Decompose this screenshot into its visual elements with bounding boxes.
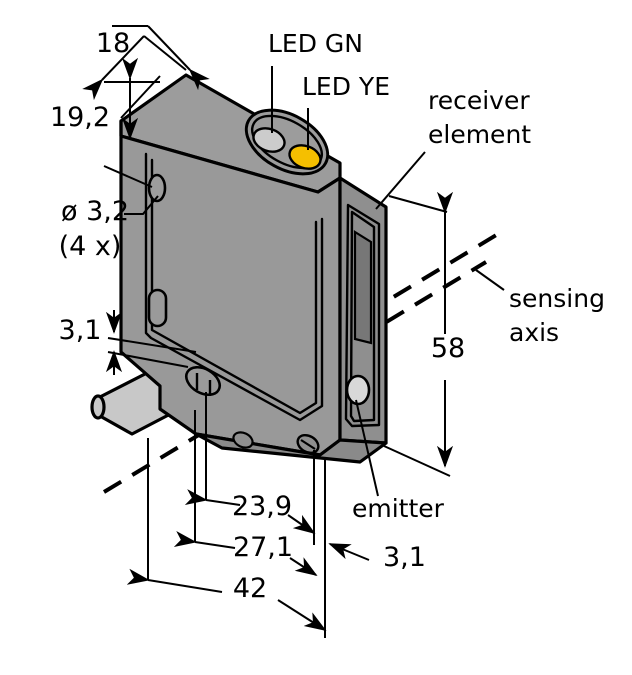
dim-width-42: 42 [126, 438, 327, 638]
dim-height-58: 58 [383, 191, 465, 477]
dim-label-27-1: 27,1 [233, 532, 293, 563]
mounting-hole-bottom-left [232, 431, 254, 449]
callout-led-gn: LED GN [268, 29, 363, 133]
callout-label-sensing-1: sensing [509, 284, 605, 313]
dim-label-hole-diameter: ø 3,2 [61, 196, 129, 227]
dim-width-27-1: 27,1 [173, 410, 318, 577]
sensor-body [119, 73, 388, 464]
mounting-hole-lower-left-detail [195, 373, 212, 396]
callout-label-sensing-2: axis [509, 318, 559, 347]
callout-led-ye: LED YE [302, 72, 390, 150]
receiver-window [353, 230, 373, 345]
callout-sensing-axis: sensing axis [475, 269, 605, 347]
mounting-hole-upper-left [147, 173, 167, 203]
dim-label-18: 18 [96, 28, 130, 59]
sensor-bottom-face [194, 432, 388, 464]
callout-hole-diameter: ø 3,2 (4 x) [59, 195, 159, 262]
dim-label-19-2: 19,2 [50, 102, 110, 133]
callout-receiver-element: receiver element [375, 86, 531, 210]
dim-label-edge-offset: 3,1 [383, 542, 426, 573]
mounting-slot-left [147, 288, 168, 328]
front-panel-recess [144, 152, 324, 422]
sensing-face-recess [344, 203, 381, 428]
front-panel-recess-inner [150, 158, 318, 415]
callout-label-receiver-2: element [428, 120, 531, 149]
callout-emitter: emitter [352, 399, 445, 523]
sensing-axis-dash-lower [102, 260, 488, 494]
dim-label-hole-count: (4 x) [59, 231, 122, 262]
dim-width-23-9: 23,9 [184, 392, 316, 545]
dim-height-19-2: 19,2 [50, 57, 160, 188]
dim-edge-offset-3-1: 3,1 [328, 542, 426, 573]
callout-label-receiver-1: receiver [428, 86, 530, 115]
callout-label-emitter: emitter [352, 494, 445, 523]
dim-cable-offset-3-1: 3,1 [59, 310, 197, 375]
dim-label-58: 58 [431, 333, 465, 364]
dim-label-cable-offset: 3,1 [59, 315, 102, 346]
callout-label-led-gn: LED GN [268, 29, 363, 58]
emitter-lens [345, 374, 371, 406]
cable-end-face [90, 394, 106, 420]
dim-label-42: 42 [233, 573, 267, 604]
mounting-hole-lower-left [184, 365, 222, 397]
dim-label-23-9: 23,9 [232, 491, 292, 522]
callout-label-led-ye: LED YE [302, 72, 390, 101]
